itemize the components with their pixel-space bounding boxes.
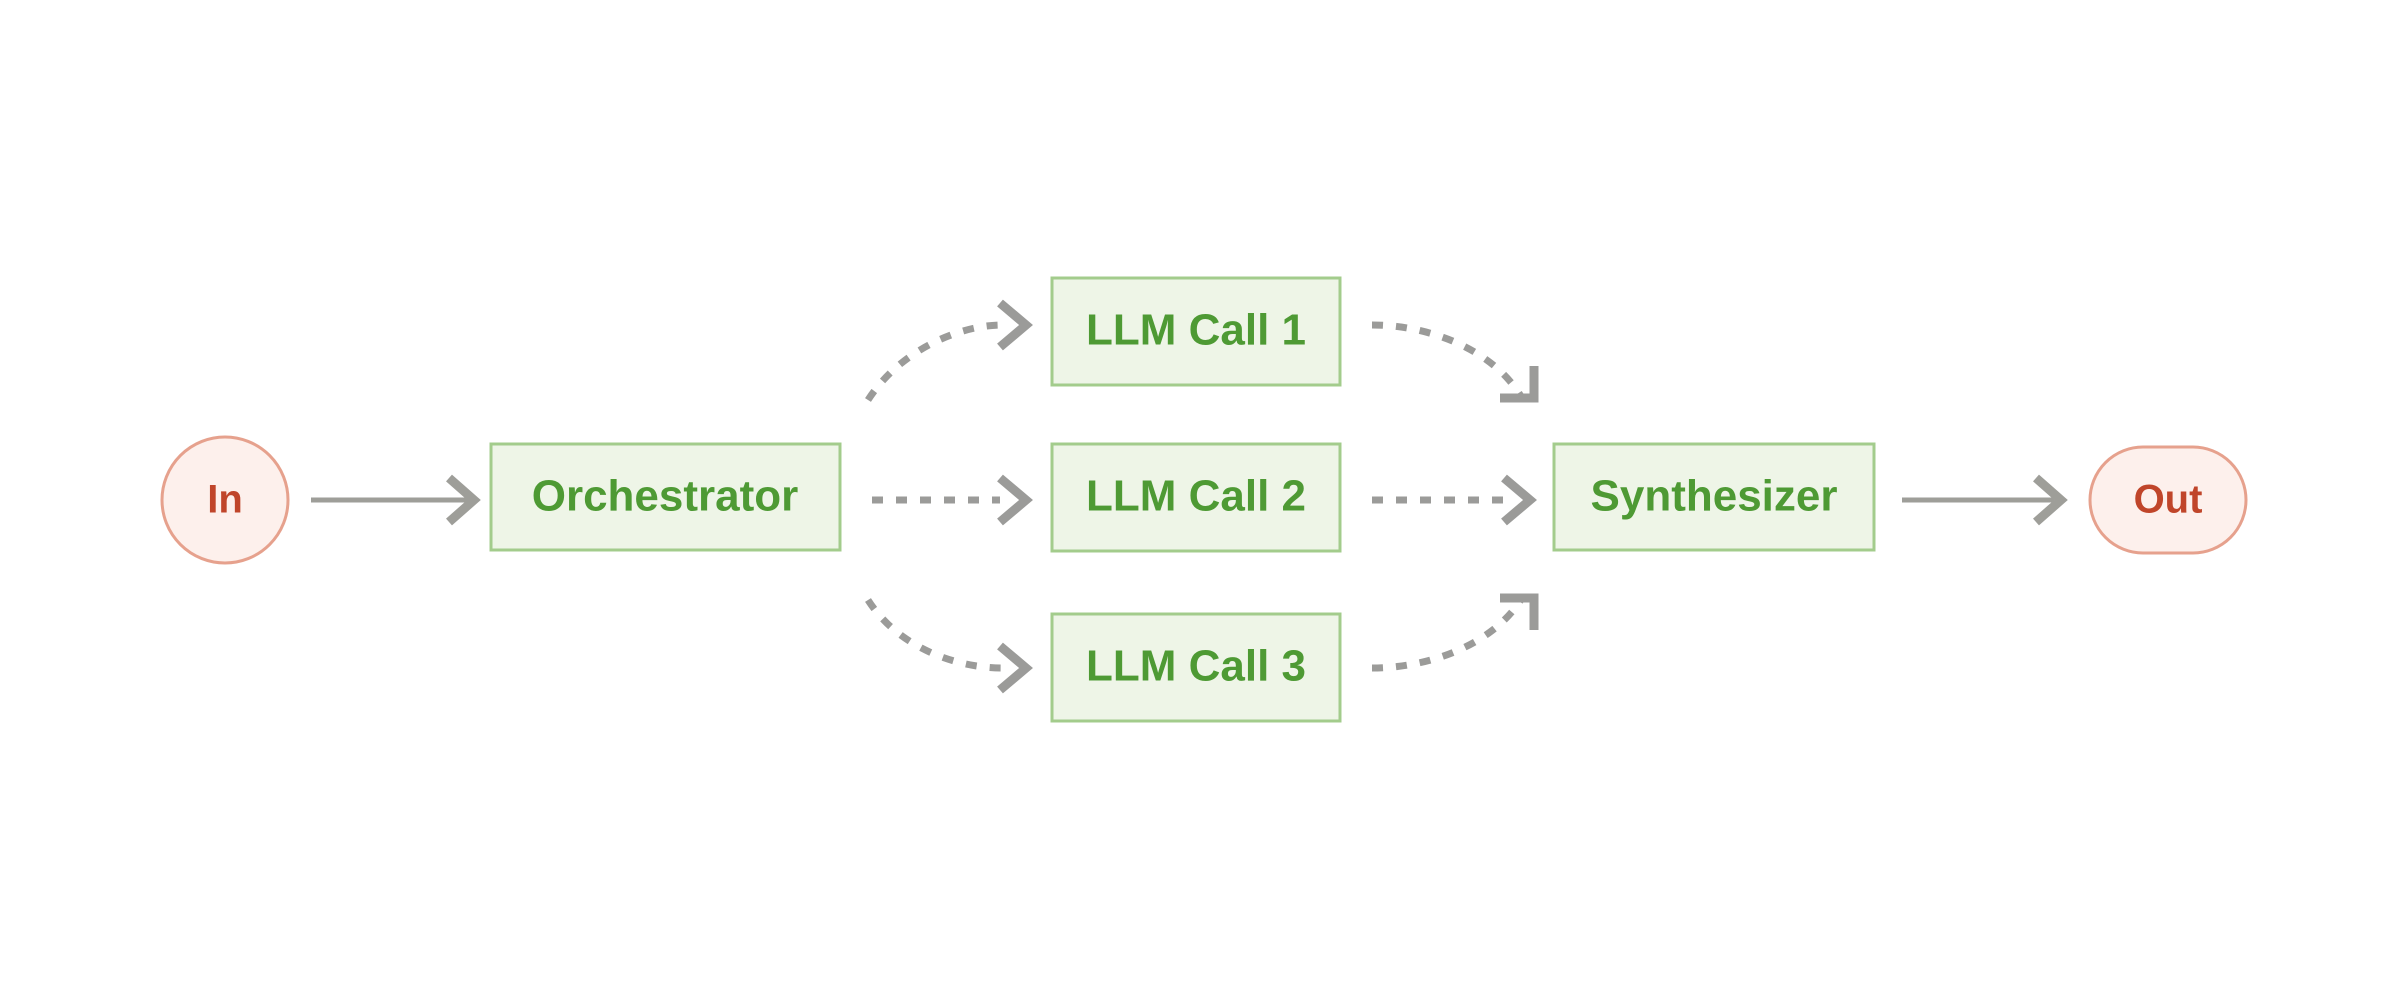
edge-llm-call-1-to-synthesizer (1371, 321, 1539, 403)
llm-call-3-node-label: LLM Call 3 (1086, 642, 1306, 691)
llm-call-2-node-shape (1050, 442, 1342, 553)
node-in[interactable]: In (160, 435, 290, 565)
llm-call-2-node-label: LLM Call 2 (1086, 472, 1306, 521)
orchestrator-node-label: Orchestrator (532, 472, 799, 521)
orchestrator-node-shape (489, 442, 842, 552)
edge-orchestrator-to-llm-call-3 (865, 598, 1033, 694)
out-node-shape (2088, 445, 2248, 555)
edge-orchestrator-to-llm-call-2 (872, 474, 1033, 526)
node-orchestrator[interactable]: Orchestrator (489, 442, 842, 552)
node-llm-call-3[interactable]: LLM Call 3 (1050, 612, 1342, 723)
edge-in-to-orchestrator (311, 474, 481, 526)
edge-llm-call-2-to-synthesizer (1372, 474, 1537, 526)
llm-call-1-node-shape (1050, 276, 1342, 387)
edge-synthesizer-to-out (1902, 474, 2068, 526)
synthesizer-node-shape (1552, 442, 1876, 552)
llm-call-3-node-shape (1050, 612, 1342, 723)
node-llm-call-1[interactable]: LLM Call 1 (1050, 276, 1342, 387)
in-node-shape (160, 435, 290, 565)
node-out[interactable]: Out (2088, 445, 2248, 555)
node-llm-call-2[interactable]: LLM Call 2 (1050, 442, 1342, 553)
edge-llm-call-3-to-synthesizer (1371, 593, 1539, 672)
edge-orchestrator-to-llm-call-1 (865, 299, 1033, 402)
synthesizer-node-label: Synthesizer (1591, 472, 1838, 521)
out-node-label: Out (2134, 478, 2203, 522)
in-node-label: In (207, 478, 243, 522)
node-synthesizer[interactable]: Synthesizer (1552, 442, 1876, 552)
llm-call-1-node-label: LLM Call 1 (1086, 306, 1306, 355)
